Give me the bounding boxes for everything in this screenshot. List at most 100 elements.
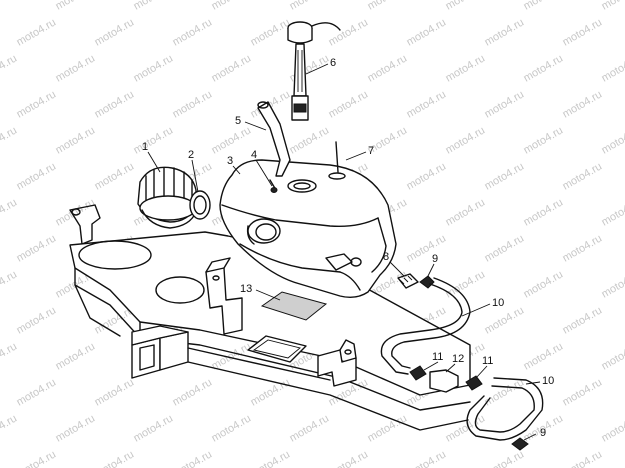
watermark-text: moto4.ru xyxy=(288,124,332,156)
watermark-text: moto4.ru xyxy=(561,232,605,264)
watermark-text: moto4.ru xyxy=(483,88,527,120)
watermark-text: moto4.ru xyxy=(405,88,449,120)
watermark-text: moto4.ru xyxy=(483,376,527,408)
watermark-text: moto4.ru xyxy=(15,160,59,192)
watermark-text: moto4.ru xyxy=(15,304,59,336)
watermark-text: moto4.ru xyxy=(171,448,215,468)
watermark-text: moto4.ru xyxy=(93,376,137,408)
watermark-text: moto4.ru xyxy=(54,124,98,156)
watermark-text: moto4.ru xyxy=(54,340,98,372)
callout-4: 4 xyxy=(251,149,257,161)
callout-labels: 1 2 3 4 5 6 7 8 9 10 11 12 11 10 13 9 xyxy=(142,57,554,439)
watermark-text: moto4.ru xyxy=(327,16,371,48)
watermark-text: moto4.ru xyxy=(483,448,527,468)
watermark-text: moto4.ru xyxy=(444,0,488,13)
callout-12: 12 xyxy=(452,353,464,365)
inline-fuel-filter xyxy=(409,365,483,393)
watermark-text: moto4.ru xyxy=(210,0,254,13)
watermark-text: moto4.ru xyxy=(93,160,137,192)
watermark-text: moto4.ru xyxy=(366,52,410,84)
watermark-text: moto4.ru xyxy=(15,232,59,264)
watermark-text: moto4.ru xyxy=(54,0,98,13)
sender-gasket xyxy=(328,141,346,180)
watermark-text: moto4.ru xyxy=(54,196,98,228)
watermark-text: moto4.ru xyxy=(483,160,527,192)
fuel-line-lower xyxy=(466,377,544,441)
watermark-text: moto4.ru xyxy=(366,0,410,13)
callout-11a: 11 xyxy=(432,351,443,363)
watermark-text: moto4.ru xyxy=(210,52,254,84)
callout-10: 10 xyxy=(492,297,504,309)
watermark-text: moto4.ru xyxy=(0,124,19,156)
watermark-text: moto4.ru xyxy=(561,88,605,120)
leader-lines xyxy=(147,63,541,441)
callout-2: 2 xyxy=(188,149,194,161)
watermark-text: moto4.ru xyxy=(600,412,625,444)
watermark-text: moto4.ru xyxy=(444,124,488,156)
watermark-text: moto4.ru xyxy=(288,412,332,444)
watermark-text: moto4.ru xyxy=(600,0,625,13)
watermark-text: moto4.ru xyxy=(15,448,59,468)
callout-9: 9 xyxy=(432,253,438,265)
watermark-text: moto4.ru xyxy=(171,88,215,120)
watermark-text: moto4.ru xyxy=(327,88,371,120)
callout-7: 7 xyxy=(368,145,374,157)
mount-bracket-left xyxy=(205,257,243,335)
watermark-text: moto4.ru xyxy=(405,16,449,48)
watermark-text: moto4.ru xyxy=(405,232,449,264)
watermark-text: moto4.ru xyxy=(561,448,605,468)
watermark-text: moto4.ru xyxy=(600,124,625,156)
fuel-cap xyxy=(137,166,197,229)
watermark-text: moto4.ru xyxy=(93,16,137,48)
frame xyxy=(69,204,471,431)
watermark-text: moto4.ru xyxy=(0,0,19,13)
callout-13: 13 xyxy=(240,283,252,295)
fuel-tank xyxy=(219,159,397,299)
watermark-text: moto4.ru xyxy=(54,412,98,444)
watermark-text: moto4.ru xyxy=(444,196,488,228)
watermark-text: moto4.ru xyxy=(171,376,215,408)
hose-clamp-upper xyxy=(419,275,435,289)
watermark-text: moto4.ru xyxy=(483,232,527,264)
watermark-text: moto4.ru xyxy=(600,52,625,84)
fuel-fitting xyxy=(397,273,419,289)
watermark-text: moto4.ru xyxy=(522,268,566,300)
watermark-text: moto4.ru xyxy=(522,196,566,228)
watermark-text: moto4.ru xyxy=(483,16,527,48)
watermark-text: moto4.ru xyxy=(561,304,605,336)
watermark-text: moto4.ru xyxy=(54,52,98,84)
watermark-text: moto4.ru xyxy=(522,124,566,156)
callout-6: 6 xyxy=(330,57,336,69)
watermark-text: moto4.ru xyxy=(15,16,59,48)
watermark-text: moto4.ru xyxy=(0,268,19,300)
watermark-text: moto4.ru xyxy=(444,52,488,84)
callout-1: 1 xyxy=(142,141,148,153)
watermark-text: moto4.ru xyxy=(600,196,625,228)
watermark-text: moto4.ru xyxy=(288,0,332,13)
watermark-text: moto4.ru xyxy=(210,124,254,156)
watermark-text: moto4.ru xyxy=(171,16,215,48)
watermark-text: moto4.ru xyxy=(561,160,605,192)
watermark-text: moto4.ru xyxy=(132,0,176,13)
watermark-text: moto4.ru xyxy=(132,52,176,84)
watermark-text: moto4.ru xyxy=(0,412,19,444)
fuel-line-upper xyxy=(380,277,471,375)
mount-bracket-right xyxy=(317,339,357,387)
vent-hose xyxy=(257,101,291,177)
watermark-text: moto4.ru xyxy=(0,52,19,84)
watermark-text: moto4.ru xyxy=(405,160,449,192)
watermark-text: moto4.ru xyxy=(132,124,176,156)
callout-11b: 11 xyxy=(482,355,493,367)
watermark-text: moto4.ru xyxy=(327,448,371,468)
watermark-text: moto4.ru xyxy=(210,412,254,444)
watermark-text: moto4.ru xyxy=(249,448,293,468)
watermark-text: moto4.ru xyxy=(561,16,605,48)
watermark-text: moto4.ru xyxy=(132,412,176,444)
callout-10b: 10 xyxy=(542,375,554,387)
fuel-sender xyxy=(287,21,341,121)
watermark-text: moto4.ru xyxy=(600,268,625,300)
watermark-text: moto4.ru xyxy=(522,340,566,372)
watermark-text: moto4.ru xyxy=(93,448,137,468)
watermark-text: moto4.ru xyxy=(600,340,625,372)
